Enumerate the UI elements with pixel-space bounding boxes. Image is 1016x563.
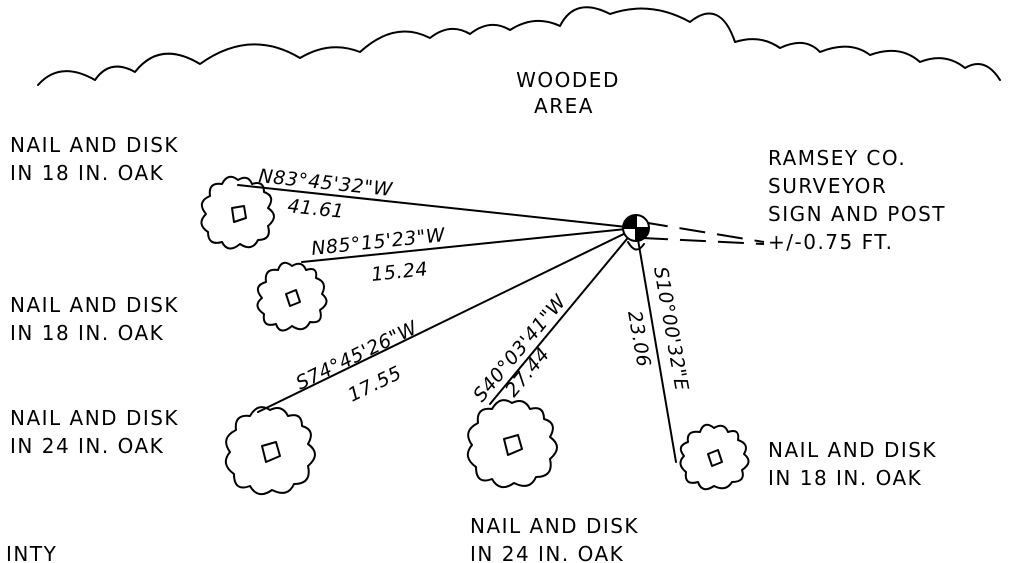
tree-line bbox=[37, 6, 1001, 86]
tie-1-distance: 41.61 bbox=[286, 195, 345, 223]
tree-3-label-line1: NAIL AND DISK bbox=[10, 406, 179, 430]
wooded-area-label-line1: WOODED bbox=[516, 68, 620, 92]
tie-line-5 bbox=[635, 227, 677, 463]
monument-label-line4: +/-0.75 FT. bbox=[768, 230, 893, 254]
oak-tree-icon bbox=[679, 423, 750, 491]
cut-off-label: INTY bbox=[6, 542, 57, 563]
tie-5-bearing: S10°00'32"E bbox=[649, 265, 692, 392]
tie-line-3 bbox=[257, 227, 637, 413]
oak-tree-icon bbox=[200, 175, 275, 250]
tree-3-label-line2: IN 24 IN. OAK bbox=[10, 434, 164, 458]
offset-dash-upper bbox=[641, 221, 765, 243]
tie-2-distance: 15.24 bbox=[370, 258, 429, 286]
tree-5-label-line2: IN 18 IN. OAK bbox=[768, 466, 922, 490]
oak-tree-icon bbox=[466, 399, 558, 489]
tree-5-label-line1: NAIL AND DISK bbox=[768, 438, 937, 462]
monument-label-line1: RAMSEY CO. bbox=[768, 146, 906, 170]
tree-4-label-line2: IN 24 IN. OAK bbox=[470, 542, 624, 563]
tie-5-distance: 23.06 bbox=[623, 309, 655, 369]
tree-1-label-line1: NAIL AND DISK bbox=[10, 133, 179, 157]
tie-line-2 bbox=[301, 227, 637, 263]
tie-line-4 bbox=[489, 227, 637, 405]
monument-symbol-icon bbox=[622, 214, 650, 251]
oak-tree-icon bbox=[256, 261, 328, 332]
offset-dash-lower bbox=[641, 237, 765, 245]
tree-1-label-line2: IN 18 IN. OAK bbox=[10, 161, 164, 185]
tree-2-label-line1: NAIL AND DISK bbox=[10, 293, 179, 317]
monument-label-line2: SURVEYOR bbox=[768, 174, 887, 198]
tie-line-1 bbox=[237, 184, 637, 229]
oak-tree-icon bbox=[224, 406, 316, 496]
tie-1-bearing: N83°45'32"W bbox=[257, 165, 394, 201]
monument-label-line3: SIGN AND POST bbox=[768, 202, 946, 226]
tree-4-label-line1: NAIL AND DISK bbox=[470, 514, 639, 538]
wooded-area-label-line2: AREA bbox=[534, 94, 594, 118]
tree-2-label-line2: IN 18 IN. OAK bbox=[10, 321, 164, 345]
